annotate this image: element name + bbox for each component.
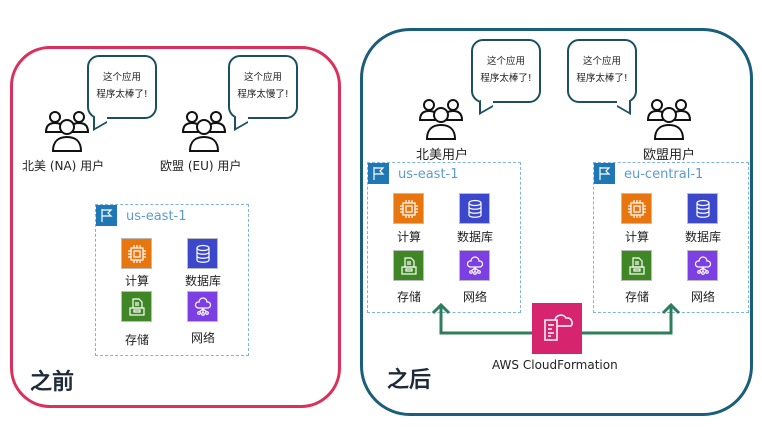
service-label: 网络 xyxy=(190,331,216,345)
network-icon xyxy=(187,291,218,322)
network-icon xyxy=(459,250,490,281)
region-name: eu-central-1 xyxy=(624,167,704,182)
speech-bubble: 这个应用程序太棒了! xyxy=(471,39,541,116)
bubble-text: 这个应用 xyxy=(486,56,525,67)
users-label: 北美 (NA) 用户 xyxy=(22,159,105,173)
region-us-east-1: us-east-1 计算 数据库 存储 网络 xyxy=(367,162,521,313)
service-label: 网络 xyxy=(462,290,488,304)
compute-icon xyxy=(621,193,652,224)
flag-icon xyxy=(368,163,389,184)
storage-icon xyxy=(121,291,152,322)
bubble-text: 这个应用 xyxy=(582,56,621,67)
compute-icon xyxy=(393,193,424,224)
speech-bubble: 这个应用程序太慢了! xyxy=(228,55,298,132)
service-label: 计算 xyxy=(124,274,150,288)
arrow-to-us-east-1 xyxy=(431,302,532,335)
network-icon xyxy=(687,250,718,281)
arrow-to-eu-central-1 xyxy=(582,302,681,335)
bubble-text: 程序太慢了! xyxy=(237,89,289,100)
bubble-text: 这个应用 xyxy=(102,72,141,83)
service-label: 数据库 xyxy=(184,274,222,288)
service-label: 存储 xyxy=(124,333,150,347)
cloudformation-label: AWS CloudFormation xyxy=(492,358,618,372)
speech-bubble: 这个应用程序太棒了! xyxy=(87,55,157,132)
database-icon xyxy=(687,193,718,224)
flag-icon xyxy=(96,205,117,226)
cloudformation-icon xyxy=(532,303,582,354)
compute-icon xyxy=(121,238,152,269)
bubble-text: 程序太棒了! xyxy=(576,73,628,84)
service-label: 计算 xyxy=(624,230,650,244)
service-label: 存储 xyxy=(624,290,650,304)
after-panel xyxy=(360,28,753,416)
region-name: us-east-1 xyxy=(398,167,459,182)
service-label: 数据库 xyxy=(684,230,722,244)
service-label: 存储 xyxy=(396,290,422,304)
users-label: 欧盟用户 xyxy=(643,148,696,163)
speech-bubble: 这个应用程序太棒了! xyxy=(567,39,637,116)
storage-icon xyxy=(393,250,424,281)
region-name: us-east-1 xyxy=(126,209,187,224)
bubble-text: 程序太棒了! xyxy=(96,89,148,100)
users-label: 欧盟 (EU) 用户 xyxy=(160,159,242,173)
bubble-text: 这个应用 xyxy=(243,72,282,83)
before-title: 之前 xyxy=(30,370,75,395)
bubble-text: 程序太棒了! xyxy=(480,73,532,84)
users-label: 北美用户 xyxy=(416,148,469,163)
database-icon xyxy=(459,193,490,224)
service-label: 数据库 xyxy=(456,230,494,244)
before-panel xyxy=(10,46,341,408)
service-label: 网络 xyxy=(690,290,716,304)
region-eu-central-1: eu-central-1 计算 数据库 存储 网络 xyxy=(593,162,749,313)
storage-icon xyxy=(621,250,652,281)
after-title: 之后 xyxy=(387,368,432,393)
service-label: 计算 xyxy=(396,230,422,244)
flag-icon xyxy=(594,163,615,184)
database-icon xyxy=(187,238,218,269)
region-us-east-1: us-east-1 计算 数据库 存储 网络 xyxy=(95,204,249,356)
